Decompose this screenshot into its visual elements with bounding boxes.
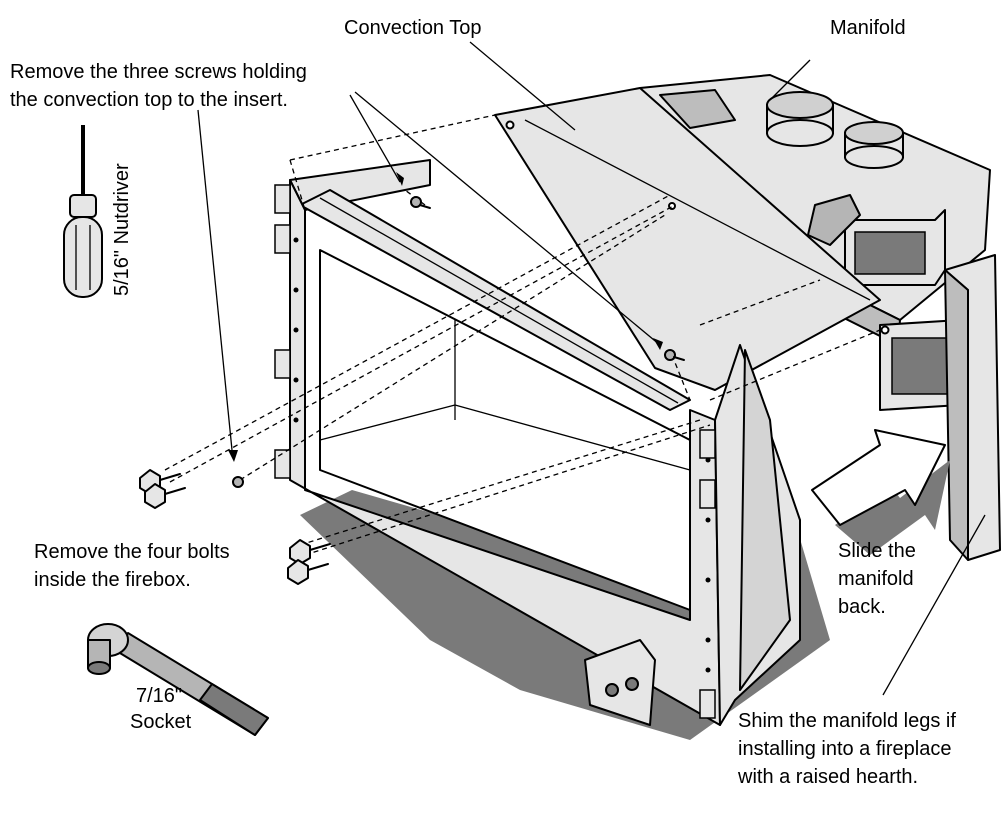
nutdriver-icon: [63, 125, 103, 298]
bolt-left-2: [144, 483, 186, 509]
slide-arrow-icon: [811, 429, 950, 555]
screw-loose: [232, 476, 244, 488]
label-socket-size: 7/16": [136, 685, 182, 707]
screw-top-right: [664, 349, 685, 361]
label-convection-top: Convection Top: [344, 17, 482, 39]
bolt-lower-2: [287, 559, 329, 585]
label-nutdriver: 5/16" Nutdriver: [111, 163, 133, 296]
socket-wrench-icon: [87, 623, 269, 736]
label-shim-line2: installing into a fireplace: [738, 738, 951, 760]
label-manifold: Manifold: [830, 17, 906, 39]
alignment-lines: [164, 114, 881, 556]
label-remove-screws-line1: Remove the three screws holding: [10, 61, 307, 83]
manifold-collar-small: [844, 121, 904, 169]
label-remove-bolts-line2: inside the firebox.: [34, 569, 191, 591]
label-socket: Socket: [130, 711, 192, 733]
label-remove-bolts-line1: Remove the four bolts: [34, 541, 230, 563]
label-slide-line3: back.: [838, 596, 886, 618]
bolt-lower-1: [289, 539, 331, 565]
convection-top: [494, 87, 890, 391]
leader-lines: [197, 41, 986, 696]
manifold-collar-large: [766, 91, 834, 147]
label-slide-line1: Slide the: [838, 540, 916, 562]
label-shim-line1: Shim the manifold legs if: [738, 710, 956, 732]
screw-top-left: [410, 196, 431, 209]
label-remove-screws-line2: the convection top to the insert.: [10, 89, 288, 111]
manifold-leg: [944, 254, 1001, 561]
label-shim-line3: with a raised hearth.: [737, 766, 918, 788]
insert-body: [274, 159, 801, 726]
label-slide-line2: manifold: [838, 568, 914, 590]
